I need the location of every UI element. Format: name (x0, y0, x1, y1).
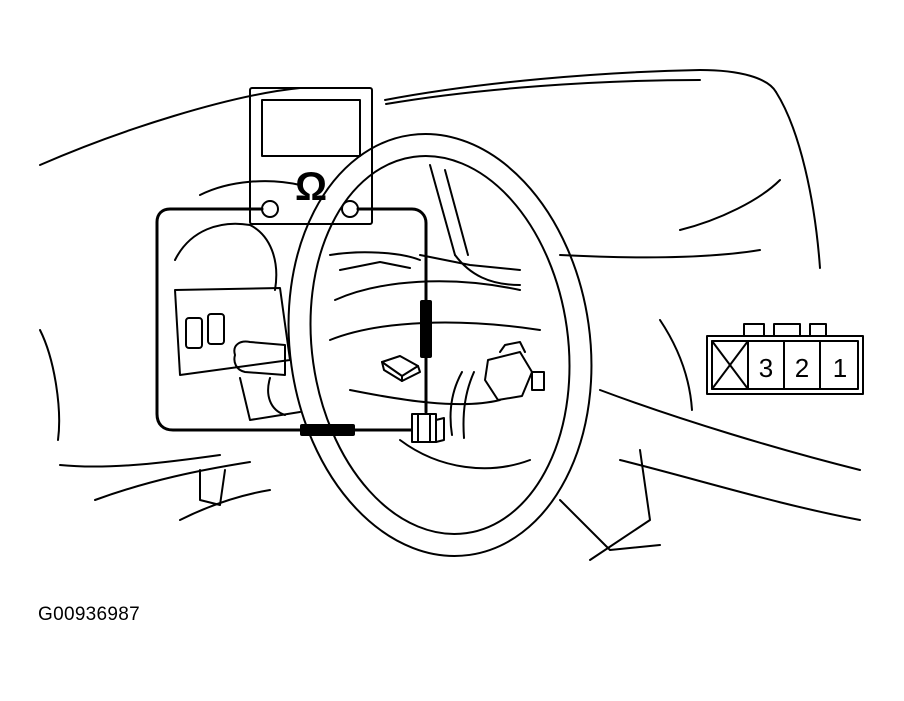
pin-label-2: 2 (795, 353, 809, 383)
ohm-symbol: Ω (295, 165, 327, 209)
blank-pin-cross-2 (711, 340, 749, 390)
ohmmeter (249, 87, 373, 225)
pin-label-3: 3 (759, 353, 773, 383)
dashboard (39, 69, 861, 561)
test-lead-socket-right (341, 200, 359, 218)
lead-insulation-right (420, 300, 432, 358)
connector-pin-diagram (706, 323, 864, 395)
connector-frame (706, 335, 864, 395)
steering-wheel (287, 133, 593, 557)
pin-label-1: 1 (833, 353, 847, 383)
test-lead-socket-left (261, 200, 279, 218)
figure-id: G00936987 (38, 604, 141, 625)
lead-insulation-bottom (300, 424, 355, 436)
ohmmeter-display (261, 99, 361, 157)
lead-insulation (300, 300, 432, 436)
test-lead-right (356, 207, 428, 302)
harness-plug (484, 351, 533, 401)
test-lead-left (155, 207, 302, 432)
spiral-cable-connector (411, 413, 445, 443)
instrument-cluster (174, 180, 421, 421)
wiring-connectors (381, 341, 545, 439)
test-leads (155, 207, 428, 432)
ohmmeter-body (249, 87, 373, 225)
